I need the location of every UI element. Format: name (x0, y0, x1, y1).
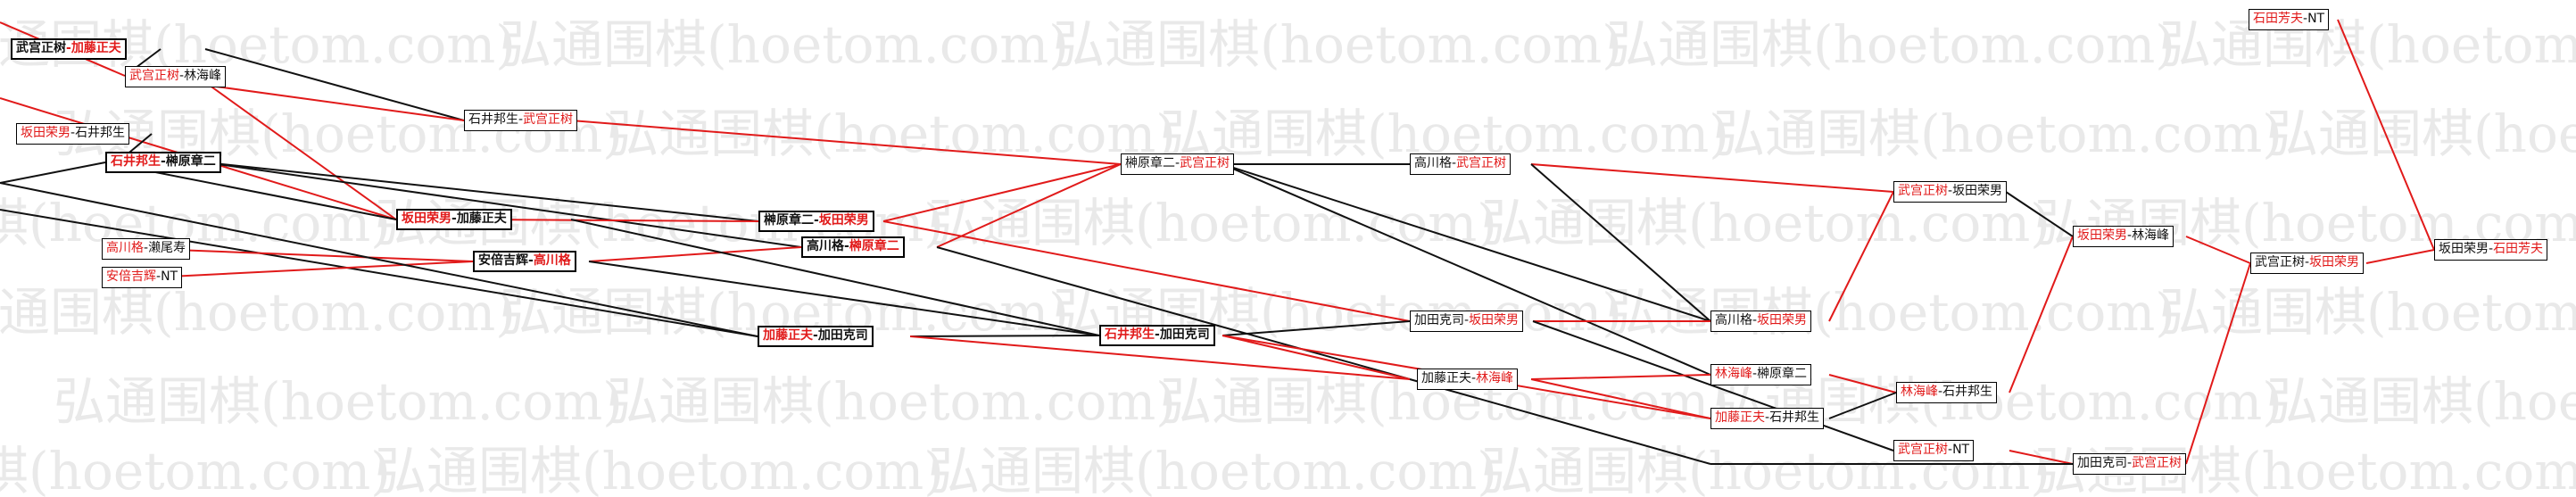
winner-connector-line (2009, 236, 2074, 393)
loser-connector-line (204, 48, 465, 121)
winner-connector-line (195, 75, 397, 220)
match-box: 高川格-濑尾寿 (102, 238, 191, 260)
loser-connector-line (0, 182, 758, 337)
match-box: 高川格-坂田荣男 (1710, 311, 1812, 332)
winner-connector-line (1828, 374, 1897, 393)
loser-connector-line (0, 162, 106, 184)
loser-connector-line (1222, 320, 1411, 336)
winner-connector-line (570, 120, 1122, 165)
match-box: 武宫正树-坂田荣男 (2250, 253, 2365, 274)
loser-connector-line (0, 209, 758, 337)
watermark-row: 弘通围棋(hoetom.com) (54, 371, 623, 432)
match-box: 高川格-武宫正树 (1410, 153, 1512, 175)
winner-connector-line (2185, 262, 2251, 465)
loser-connector-line (909, 335, 1100, 337)
match-box: 石井邦生-武宫正树 (464, 110, 578, 131)
winner-connector-line (151, 248, 474, 262)
match-box: 坂田荣男-石田芳夫 (2434, 239, 2548, 261)
match-box: 石田芳夫-NT (2249, 9, 2330, 30)
loser-connector-line (204, 162, 802, 248)
watermark-row: 弘通围棋(hoetom.com) (0, 282, 516, 343)
match-box: 加藤正夫-石井邦生 (1710, 408, 1825, 429)
match-box: 石井邦生-榊原章二 (105, 152, 221, 173)
winner-connector-line (472, 219, 759, 222)
watermark-row: 弘通围棋(hoetom.com) (928, 193, 1497, 253)
match-box: 安倍吉辉-高川格 (473, 251, 576, 272)
winner-connector-line (1530, 163, 1894, 193)
match-box: 加藤正夫-加田克司 (758, 326, 874, 347)
match-box: 武宫正树-林海峰 (125, 66, 227, 87)
winner-connector-line (588, 246, 802, 262)
loser-connector-line (1222, 163, 1711, 376)
watermark-row: 弘通围棋(hoetom.com) (1053, 14, 1622, 75)
loser-connector-line (1222, 163, 1711, 322)
match-box: 坂田荣男-石井邦生 (16, 123, 130, 145)
loser-connector-line (936, 246, 1411, 380)
watermark-row: 弘通围棋(hoetom.com) (375, 441, 944, 497)
match-box: 榊原章二-坂田荣男 (758, 211, 874, 232)
watermark-row: 弘通围棋(hoetom.com) (928, 441, 1497, 497)
loser-connector-line (1409, 378, 1711, 465)
match-box: 坂田荣男-加藤正夫 (396, 209, 512, 230)
winner-connector-line (909, 335, 1411, 380)
watermark-row: 弘通围棋(hoetom.com) (2266, 104, 2576, 164)
watermark-row: 弘通围棋(hoetom.com) (1606, 14, 2175, 75)
winner-connector-line (2365, 249, 2435, 264)
winner-connector-line (151, 261, 474, 278)
match-box: 武宫正树-坂田荣男 (1893, 181, 2008, 203)
match-box: 武宫正树-加藤正夫 (11, 38, 127, 60)
match-box: 加田克司-武宫正树 (2073, 453, 2187, 475)
winner-connector-line (1222, 335, 1411, 380)
winner-connector-line (1530, 374, 1711, 380)
match-box: 榊原章二-武宫正树 (1121, 153, 1235, 175)
watermark-row: 弘通围棋(hoetom.com) (1713, 104, 2282, 164)
winner-connector-line (1828, 191, 1894, 322)
watermark-row: 弘通围棋(hoetom.com) (500, 14, 1069, 75)
watermark-row: 弘通围棋(hoetom.com) (607, 371, 1176, 432)
loser-connector-line (1530, 163, 1711, 322)
watermark-row: 弘通围棋(hoetom.com) (2159, 14, 2576, 75)
winner-connector-line (2185, 236, 2251, 264)
match-box: 林海峰-石井邦生 (1896, 382, 1998, 403)
winner-connector-line (2337, 19, 2435, 251)
match-box: 加田克司-坂田荣男 (1410, 311, 1524, 332)
winner-connector-line (936, 163, 1122, 248)
watermark-row: 弘通围棋(hoetom.com) (0, 441, 391, 497)
match-box: 坂田荣男-林海峰 (2073, 226, 2174, 247)
watermark-row: 弘通围棋(hoetom.com) (2266, 371, 2576, 432)
loser-connector-line (1532, 320, 1894, 451)
loser-connector-line (204, 162, 759, 222)
match-box: 高川格-榊原章二 (801, 236, 905, 258)
match-box: 加藤正夫-林海峰 (1417, 369, 1519, 390)
winner-connector-line (882, 220, 1411, 322)
loser-connector-line (2005, 191, 2074, 237)
loser-connector-line (570, 219, 1100, 336)
winner-connector-line (2009, 450, 2074, 465)
watermark-row: 弘通围棋(hoetom.com) (607, 104, 1176, 164)
loser-connector-line (588, 261, 1100, 336)
match-box: 石井邦生-加田克司 (1099, 325, 1215, 346)
match-box: 安倍吉辉-NT (102, 267, 183, 288)
winner-connector-line (1530, 378, 1711, 419)
match-box: 武宫正树-NT (1893, 440, 1975, 461)
match-box: 林海峰-榊原章二 (1710, 364, 1812, 385)
loser-connector-line (1828, 392, 1897, 419)
winner-connector-line (882, 163, 1122, 222)
